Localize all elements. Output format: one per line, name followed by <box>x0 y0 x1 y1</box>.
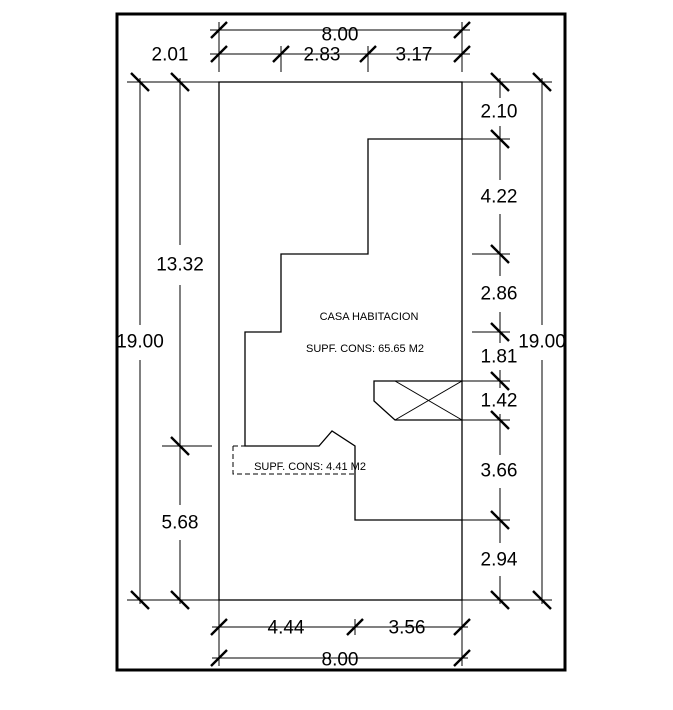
tick <box>210 649 228 667</box>
lot-boundary <box>218 81 463 601</box>
tick <box>130 590 150 610</box>
top-middle-dimension: 2.83 <box>304 45 341 66</box>
left-upper-dimension: 13.32 <box>156 255 204 276</box>
right-segment-dimension: 3.66 <box>481 461 518 482</box>
tick <box>453 649 471 667</box>
right-segment-dimension: 2.86 <box>481 284 518 305</box>
tick <box>130 72 150 92</box>
tick <box>490 371 510 391</box>
tick <box>453 21 471 39</box>
void-box <box>373 380 462 421</box>
tick <box>210 45 228 63</box>
tick <box>210 618 228 636</box>
right-overall-dimension: 19.00 <box>518 332 566 353</box>
tick <box>490 590 510 610</box>
tick <box>490 244 510 264</box>
tick <box>532 72 552 92</box>
left-overall-dimension: 19.00 <box>116 332 164 353</box>
right-segment-dimension: 2.94 <box>481 550 518 571</box>
top-right-dimension: 3.17 <box>396 45 433 66</box>
tick <box>272 45 290 63</box>
tick <box>490 72 510 92</box>
tick <box>210 21 228 39</box>
right-segment-dimension: 1.42 <box>481 391 518 412</box>
right-segment-dimension: 1.81 <box>481 347 518 368</box>
right-segment-dimension: 2.10 <box>481 102 518 123</box>
annex-area-label: SUPF. CONS: 4.41 M2 <box>254 461 366 473</box>
tick <box>170 590 190 610</box>
bottom-overall-dimension: 8.00 <box>322 650 359 671</box>
tick <box>170 72 190 92</box>
tick <box>359 45 377 63</box>
bottom-left-dimension: 4.44 <box>268 618 305 639</box>
tick <box>490 322 510 342</box>
house-area-label: SUPF. CONS: 65.65 M2 <box>306 343 424 355</box>
top-overall-dimension: 8.00 <box>322 25 359 46</box>
house-title-label: CASA HABITACION <box>320 311 419 323</box>
tick <box>170 436 190 456</box>
left-lower-dimension: 5.68 <box>162 513 199 534</box>
tick <box>490 510 510 530</box>
tick <box>532 590 552 610</box>
void-cross-line-b <box>394 380 463 421</box>
tick <box>346 618 364 636</box>
annex-dashed-outline <box>232 446 356 475</box>
tick <box>490 410 510 430</box>
drawing-frame <box>115 12 567 672</box>
bottom-right-dimension: 3.56 <box>389 618 426 639</box>
right-segment-dimension: 4.22 <box>481 187 518 208</box>
tick <box>490 129 510 149</box>
top-left-setback-dimension: 2.01 <box>152 45 189 66</box>
house-footprint <box>244 138 462 521</box>
tick <box>453 45 471 63</box>
tick <box>453 618 471 636</box>
